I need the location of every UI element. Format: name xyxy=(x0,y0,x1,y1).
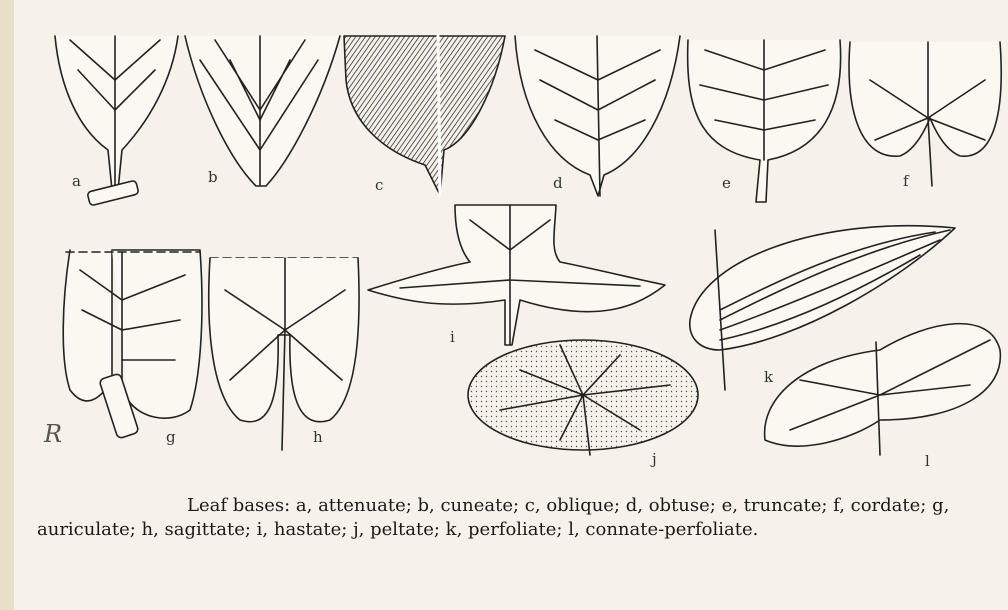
leaf-h-sagittate xyxy=(209,258,359,450)
artist-signature: R xyxy=(44,420,62,448)
label-f: f xyxy=(903,172,909,190)
label-l: l xyxy=(925,452,930,470)
label-h: h xyxy=(313,428,323,446)
label-g: g xyxy=(166,428,176,446)
leaf-i-hastate xyxy=(368,205,665,345)
leaf-d-obtuse xyxy=(515,36,680,196)
label-k: k xyxy=(764,368,773,386)
label-d: d xyxy=(553,174,563,192)
label-b: b xyxy=(208,168,218,186)
label-c: c xyxy=(375,176,383,194)
leaf-e-truncate xyxy=(688,40,841,202)
leaf-j-peltate xyxy=(468,340,698,455)
leaf-l-connate-perfoliate xyxy=(765,324,1001,455)
leaf-bases-illustration xyxy=(0,0,1008,470)
label-j: j xyxy=(652,450,657,468)
label-i: i xyxy=(450,328,455,346)
leaf-g-auriculate xyxy=(63,250,202,439)
leaf-f-cordate xyxy=(849,42,1001,186)
leaf-c-oblique xyxy=(344,36,505,195)
figure-caption: Leaf bases: a, attenuate; b, cuneate; c,… xyxy=(37,494,977,542)
label-a: a xyxy=(72,172,81,190)
label-e: e xyxy=(722,174,731,192)
leaf-b-cuneate xyxy=(185,36,340,186)
